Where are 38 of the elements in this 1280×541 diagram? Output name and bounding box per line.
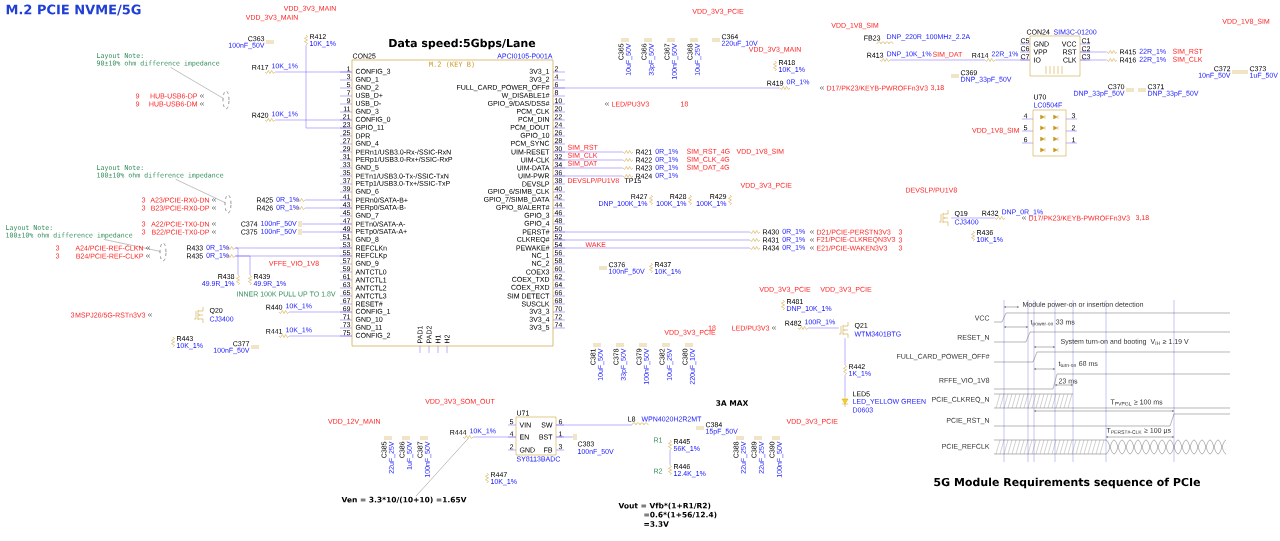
wire [274, 71, 352, 73]
wire [234, 255, 251, 276]
wire [301, 231, 352, 233]
wire [994, 59, 1030, 61]
wire [553, 239, 751, 241]
wire [950, 217, 996, 219]
wire [305, 44, 352, 129]
wire [807, 327, 840, 329]
wire [556, 436, 574, 438]
wire [553, 87, 781, 89]
wire [844, 337, 846, 366]
wire [304, 199, 352, 201]
wire [553, 231, 751, 233]
leader-line [415, 438, 469, 497]
title: M.2 PCIE NVME/5G [6, 4, 141, 16]
wire [288, 335, 352, 337]
heading: Data speed:5Gbps/Lane [389, 38, 536, 50]
leader-line [175, 179, 225, 203]
leader-line [103, 239, 160, 252]
wire [556, 424, 633, 426]
leader-line [170, 67, 224, 99]
wire [553, 159, 624, 161]
wire [472, 436, 516, 438]
wire [889, 59, 986, 61]
heading: 5G Module Requirements sequence of PCIe [934, 477, 1201, 489]
wire [301, 223, 352, 225]
wire [553, 151, 624, 153]
wire [553, 167, 624, 169]
wire [234, 247, 239, 276]
wire [1080, 51, 1108, 53]
wire [304, 207, 352, 209]
wire [274, 119, 352, 121]
wire [553, 247, 751, 249]
wire [288, 311, 352, 313]
wire [844, 374, 846, 398]
wire [669, 449, 671, 466]
wire [1080, 59, 1108, 61]
wire [553, 175, 624, 177]
